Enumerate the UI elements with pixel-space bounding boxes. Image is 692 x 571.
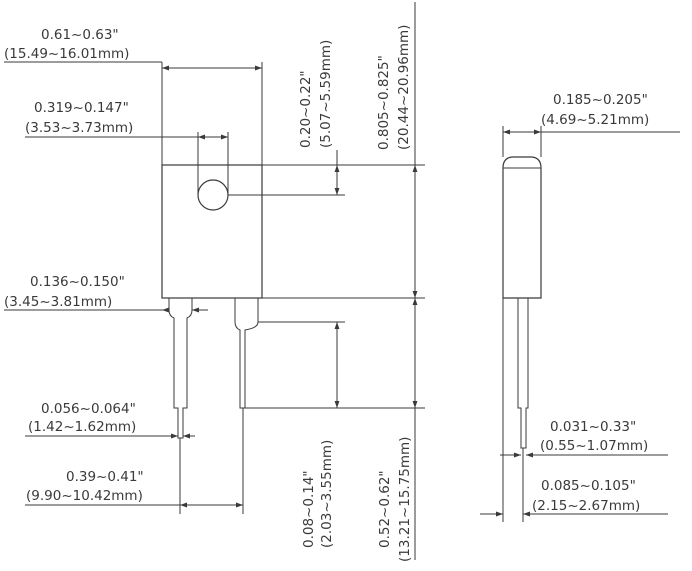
shoulder-width-inch: 0.136~0.150" — [30, 274, 125, 290]
mounting-hole — [197, 179, 229, 211]
body-height-mm: (20.44~20.96mm) — [396, 25, 412, 150]
body-width-inch: 0.61~0.63" — [41, 27, 119, 43]
lead-offset-inch: 0.085~0.105" — [541, 478, 636, 494]
hole-dia-mm: (3.53~3.73mm) — [25, 120, 133, 136]
shoulder-width-mm: (3.45~3.81mm) — [4, 294, 112, 310]
lead-pitch-mm: (9.90~10.42mm) — [26, 488, 143, 504]
hole-pos-inch: 0.20~0.22" — [298, 70, 314, 148]
left-lead — [168, 298, 193, 439]
lead-width-mm: (1.42~1.62mm) — [28, 419, 136, 435]
lead-offset-mm: (2.15~2.67mm) — [532, 498, 640, 514]
hole-pos-mm: (5.07~5.59mm) — [318, 40, 334, 148]
lead-thickness-inch: 0.031~0.33" — [550, 419, 636, 435]
body-height-inch: 0.805~0.825" — [376, 55, 392, 150]
shoulder-length-mm: (2.03~3.55mm) — [319, 440, 335, 548]
right-lead — [234, 298, 259, 409]
body-width-mm: (15.49~16.01mm) — [4, 46, 129, 62]
lead-thickness-mm: (0.55~1.07mm) — [540, 438, 648, 454]
side-view — [480, 126, 680, 522]
shoulder-length-inch: 0.08~0.14" — [301, 470, 317, 548]
lead-width-inch: 0.056~0.064" — [41, 401, 136, 417]
side-body — [502, 156, 542, 299]
side-lead — [517, 298, 529, 449]
dimension-labels: 0.61~0.63" (15.49~16.01mm) 0.319~0.147" … — [4, 25, 649, 562]
lead-length-inch: 0.52~0.62" — [377, 470, 393, 548]
front-view — [4, 2, 425, 560]
body-thickness-inch: 0.185~0.205" — [553, 92, 648, 108]
hole-dia-inch: 0.319~0.147" — [34, 100, 129, 116]
body-thickness-mm: (4.69~5.21mm) — [541, 112, 649, 128]
lead-length-mm: (13.21~15.75mm) — [397, 437, 413, 562]
lead-pitch-inch: 0.39~0.41" — [66, 469, 144, 485]
